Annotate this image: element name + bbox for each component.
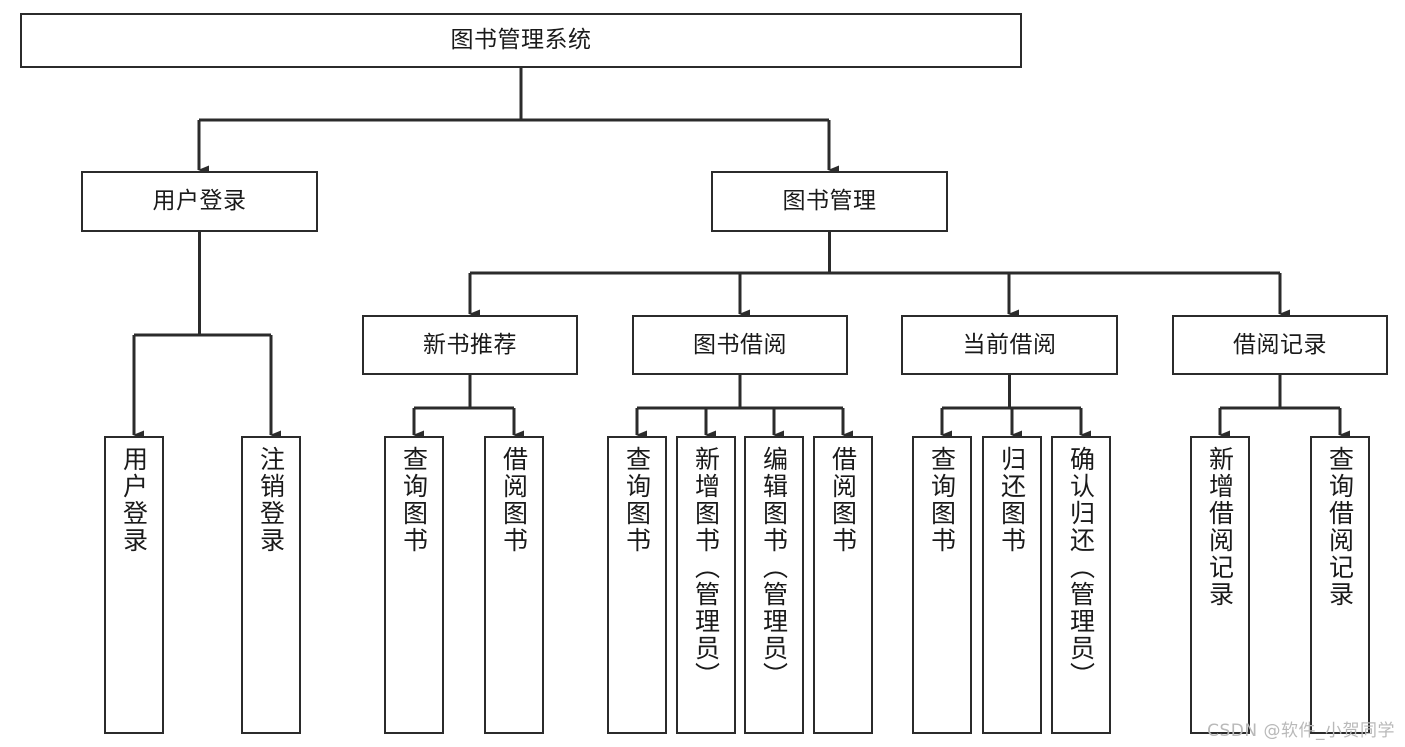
node-leaf-edit-book[interactable]: 编辑图书（管理员） xyxy=(744,436,804,734)
node-label-leaf-borrow-book-1: 借阅图书 xyxy=(499,446,529,554)
node-label-leaf-query-book-1: 查询图书 xyxy=(399,446,429,554)
node-label-leaf-query-record: 查询借阅记录 xyxy=(1325,446,1355,608)
node-root[interactable]: 图书管理系统 xyxy=(20,13,1022,68)
node-leaf-query-book-1[interactable]: 查询图书 xyxy=(384,436,444,734)
node-leaf-user-logout[interactable]: 注销登录 xyxy=(241,436,301,734)
node-label-current-borrow: 当前借阅 xyxy=(962,331,1057,358)
node-label-leaf-return-book: 归还图书 xyxy=(997,446,1027,554)
node-book-manage[interactable]: 图书管理 xyxy=(711,171,948,232)
node-borrow-record[interactable]: 借阅记录 xyxy=(1172,315,1388,375)
node-label-leaf-confirm-return: 确认归还（管理员） xyxy=(1066,446,1096,689)
node-label-leaf-user-logout: 注销登录 xyxy=(256,446,286,554)
watermark-text: CSDN @软件_小贺同学 xyxy=(1207,721,1395,741)
node-leaf-borrow-book-2[interactable]: 借阅图书 xyxy=(813,436,873,734)
node-label-leaf-add-record: 新增借阅记录 xyxy=(1205,446,1235,608)
edges-group xyxy=(132,68,1350,440)
node-new-book-recommend[interactable]: 新书推荐 xyxy=(362,315,578,375)
node-label-user-login: 用户登录 xyxy=(152,188,247,215)
node-label-new-book-recommend: 新书推荐 xyxy=(423,331,517,358)
node-label-leaf-query-book-2: 查询图书 xyxy=(622,446,652,554)
node-leaf-query-record[interactable]: 查询借阅记录 xyxy=(1310,436,1370,734)
node-leaf-confirm-return[interactable]: 确认归还（管理员） xyxy=(1051,436,1111,734)
node-label-root: 图书管理系统 xyxy=(450,27,592,54)
node-user-login[interactable]: 用户登录 xyxy=(81,171,318,232)
node-label-leaf-add-book: 新增图书（管理员） xyxy=(691,446,721,689)
node-label-leaf-edit-book: 编辑图书（管理员） xyxy=(759,446,789,689)
node-book-borrow[interactable]: 图书借阅 xyxy=(632,315,848,375)
node-current-borrow[interactable]: 当前借阅 xyxy=(901,315,1118,375)
node-leaf-add-book[interactable]: 新增图书（管理员） xyxy=(676,436,736,734)
node-label-leaf-query-book-3: 查询图书 xyxy=(927,446,957,554)
node-label-book-manage: 图书管理 xyxy=(782,188,877,215)
node-label-leaf-user-login: 用户登录 xyxy=(119,446,149,554)
node-leaf-user-login[interactable]: 用户登录 xyxy=(104,436,164,734)
node-label-borrow-record: 借阅记录 xyxy=(1233,331,1327,358)
node-leaf-add-record[interactable]: 新增借阅记录 xyxy=(1190,436,1250,734)
node-label-book-borrow: 图书借阅 xyxy=(693,331,787,358)
node-leaf-query-book-3[interactable]: 查询图书 xyxy=(912,436,972,734)
node-leaf-borrow-book-1[interactable]: 借阅图书 xyxy=(484,436,544,734)
node-leaf-return-book[interactable]: 归还图书 xyxy=(982,436,1042,734)
node-label-leaf-borrow-book-2: 借阅图书 xyxy=(828,446,858,554)
node-leaf-query-book-2[interactable]: 查询图书 xyxy=(607,436,667,734)
